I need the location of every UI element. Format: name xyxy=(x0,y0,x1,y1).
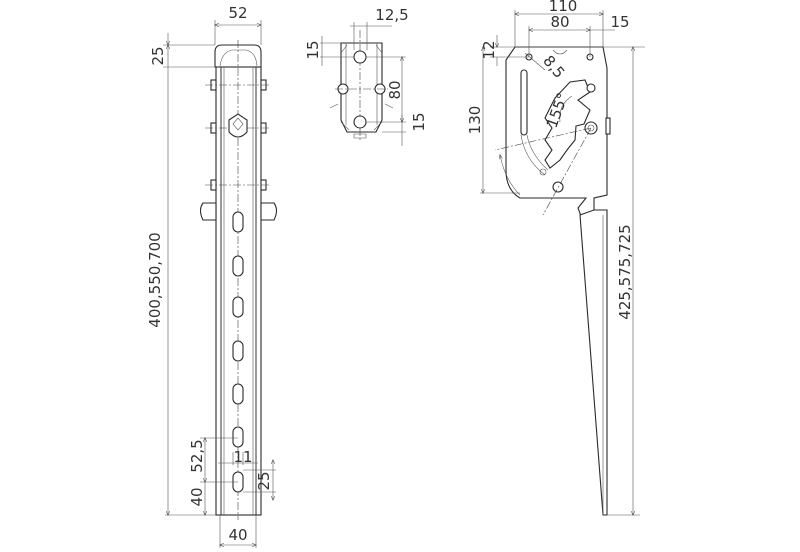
dim-slot-length: 25 xyxy=(255,471,273,490)
dim-cap-height: 25 xyxy=(149,46,167,65)
dim-slot-width: 11 xyxy=(233,448,252,466)
dim-hole-offset: 12,5 xyxy=(375,6,408,24)
leg-arm xyxy=(579,209,608,516)
top-view-profile xyxy=(340,42,383,133)
dim-slot-offset: 40 xyxy=(188,487,206,506)
side-view: 155° 8,5 110 80 15 12 130 425,575,725 xyxy=(466,0,645,515)
right-tab xyxy=(260,202,278,221)
dim-bottom-margin: 15 xyxy=(410,112,428,131)
dim-hole-spacing-side: 80 xyxy=(550,13,569,31)
dim-hole-spacing: 80 xyxy=(386,80,404,99)
left-tab xyxy=(199,202,217,221)
dim-bottom-width: 40 xyxy=(228,526,247,544)
dim-bracket-height: 130 xyxy=(466,106,484,135)
dim-top-margin: 15 xyxy=(304,40,322,59)
front-view: 52 25 400,550,700 52,5 40 11 25 40 xyxy=(146,4,278,548)
top-view: 12,5 15 80 15 xyxy=(304,6,428,146)
dim-edge-offset: 15 xyxy=(610,13,629,31)
dim-length: 400,550,700 xyxy=(146,232,164,327)
dim-total-width: 110 xyxy=(549,0,578,15)
guide-slot xyxy=(520,69,528,136)
dim-width-top: 52 xyxy=(228,4,247,22)
dim-slot-pitch: 52,5 xyxy=(188,439,206,472)
logo-icon xyxy=(228,113,248,138)
dim-side-length: 425,575,725 xyxy=(616,224,634,319)
